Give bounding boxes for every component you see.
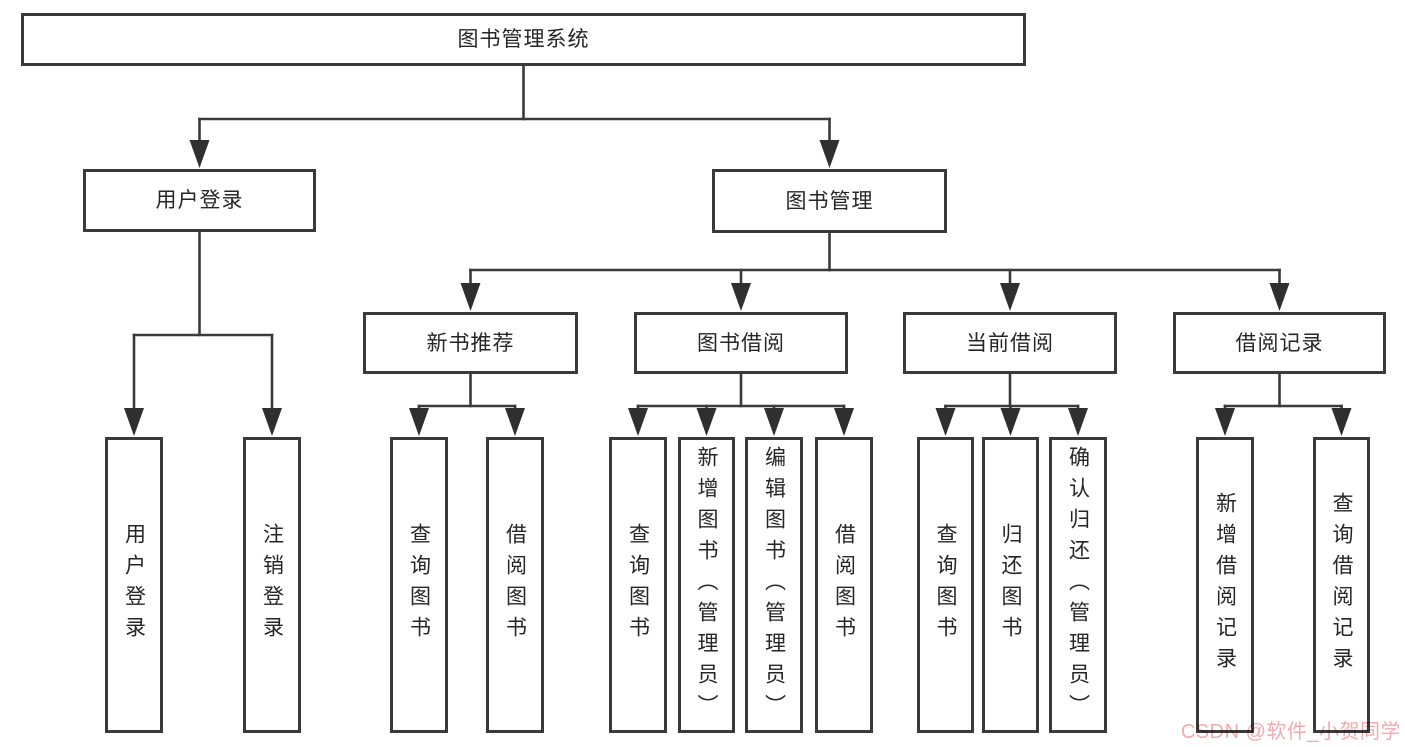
node-rec-borrow-book: 借阅图书 (486, 437, 544, 733)
arrowhead-icon-bb-borrow-book (834, 408, 854, 436)
node-label-book-mgmt: 图书管理 (785, 189, 874, 213)
node-label-br-query-record: 查询借阅记录 (1330, 492, 1353, 678)
node-label-rec-query-book: 查询图书 (407, 523, 431, 647)
node-cb-return-book: 归还图书 (982, 437, 1039, 733)
node-cb-confirm-return: 确认归还（管理员） (1049, 437, 1107, 733)
node-login-user: 用户登录 (105, 437, 163, 733)
node-new-book-rec: 新书推荐 (363, 312, 578, 374)
node-label-bb-query-book: 查询图书 (626, 523, 650, 647)
arrowhead-icon-logout-user (262, 408, 282, 436)
arrowhead-icon-bb-edit-book (764, 408, 784, 436)
arrowhead-icon-user-login (189, 140, 210, 168)
arrowhead-icon-br-add-record (1215, 408, 1235, 436)
node-label-cb-query-book: 查询图书 (934, 523, 957, 647)
node-label-new-book-rec: 新书推荐 (426, 331, 515, 355)
arrowhead-icon-borrow-records (1269, 283, 1290, 311)
node-bb-borrow-book: 借阅图书 (815, 437, 873, 733)
node-label-user-login: 用户登录 (155, 189, 244, 212)
node-label-bb-borrow-book: 借阅图书 (832, 523, 856, 647)
arrowhead-icon-book-borrow (731, 283, 751, 311)
arrowhead-icon-br-query-record (1331, 408, 1352, 436)
watermark: CSDN @软件_小贺同学 (1180, 721, 1401, 743)
node-rec-query-book: 查询图书 (390, 437, 448, 733)
arrowhead-icon-bb-add-book (696, 408, 717, 436)
node-label-logout-user: 注销登录 (260, 523, 284, 647)
arrowhead-icon-login-user (124, 408, 144, 436)
arrowhead-icon-cb-return-book (1000, 408, 1021, 436)
node-label-book-borrow: 图书借阅 (697, 331, 785, 355)
node-cb-query-book: 查询图书 (917, 437, 974, 733)
node-logout-user: 注销登录 (243, 437, 301, 733)
node-label-br-add-record: 新增借阅记录 (1213, 492, 1237, 678)
node-bb-query-book: 查询图书 (609, 437, 667, 733)
node-label-bb-edit-book: 编辑图书（管理员） (762, 445, 786, 725)
arrowhead-icon-book-mgmt (819, 140, 840, 168)
node-label-login-user: 用户登录 (122, 523, 146, 647)
arrowhead-icon-rec-borrow-book (505, 408, 525, 436)
node-bb-add-book: 新增图书（管理员） (678, 437, 735, 733)
node-bb-edit-book: 编辑图书（管理员） (745, 437, 803, 733)
arrowhead-icon-rec-query-book (409, 408, 429, 436)
node-label-rec-borrow-book: 借阅图书 (503, 523, 527, 647)
arrowhead-icon-cb-query-book (935, 408, 956, 436)
node-user-login: 用户登录 (83, 169, 316, 232)
arrowhead-icon-current-borrow (1000, 283, 1020, 311)
node-label-current-borrow: 当前借阅 (966, 331, 1054, 355)
node-book-mgmt: 图书管理 (712, 169, 947, 233)
node-br-query-record: 查询借阅记录 (1313, 437, 1370, 733)
node-root: 图书管理系统 (21, 13, 1026, 66)
arrowhead-icon-cb-confirm-return (1068, 408, 1088, 436)
arrowhead-icon-bb-query-book (628, 408, 648, 436)
arrowhead-icon-new-book-rec (460, 283, 481, 311)
node-borrow-records: 借阅记录 (1173, 312, 1386, 374)
node-label-cb-confirm-return: 确认归还（管理员） (1066, 445, 1090, 725)
node-label-cb-return-book: 归还图书 (999, 523, 1022, 647)
node-book-borrow: 图书借阅 (634, 312, 848, 374)
node-label-bb-add-book: 新增图书（管理员） (695, 445, 718, 725)
node-label-borrow-records: 借阅记录 (1235, 331, 1324, 355)
node-br-add-record: 新增借阅记录 (1196, 437, 1254, 733)
node-label-root: 图书管理系统 (457, 28, 590, 51)
node-current-borrow: 当前借阅 (903, 312, 1117, 374)
